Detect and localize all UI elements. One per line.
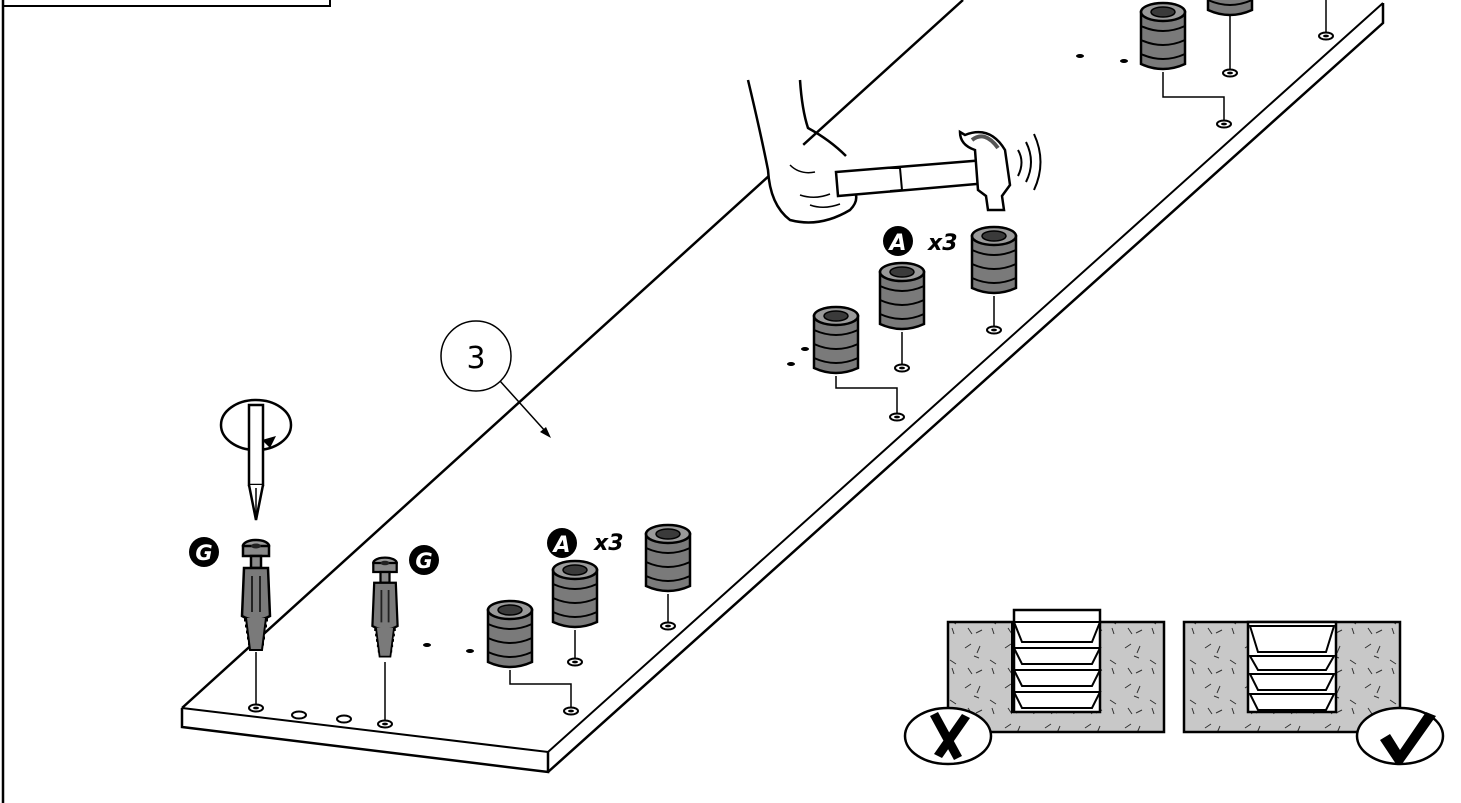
part-g-badge-right: G [415,549,432,573]
part-3-number: 3 [466,341,485,376]
incorrect-installation-detail [905,610,1164,764]
correct-installation-detail [1184,622,1443,764]
part-g-badge-left: G [195,541,212,565]
quantity-label-bottom: x3 [593,531,624,556]
part-a-badge-bottom: A [551,533,570,558]
part-a-badge-middle: A [887,231,906,256]
quantity-label-middle: x3 [927,231,958,256]
screwdriver-icon [221,400,291,520]
